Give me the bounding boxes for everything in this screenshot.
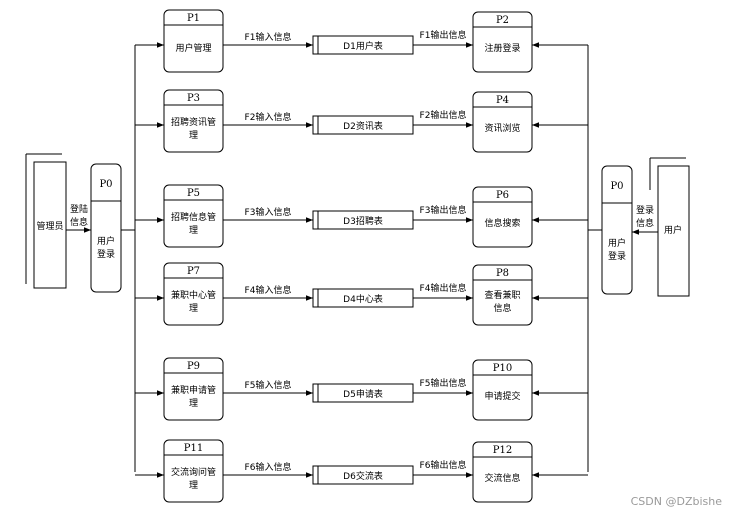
- external-entity-admin: 管理员: [25, 153, 67, 289]
- user-login-flow-line2: 信息: [636, 217, 654, 229]
- process-left-login: P0 用户 登录: [90, 163, 122, 293]
- process-id: P1: [187, 13, 200, 24]
- process-name-line1: 招聘信息管: [171, 211, 216, 223]
- process-id: P8: [496, 268, 509, 279]
- process-id: P6: [496, 190, 509, 201]
- data-store-5: D5申请表: [312, 383, 414, 403]
- process-id: P9: [187, 361, 200, 372]
- admin-label: 管理员: [36, 220, 63, 232]
- process-name-line1: 交流询问管: [171, 466, 216, 478]
- data-store-2: D2资讯表: [312, 115, 414, 135]
- flow-label-left: F2输入信息: [245, 111, 292, 123]
- watermark: CSDN @DZbishe: [631, 495, 723, 508]
- process-name-line1: 兼职申请管: [171, 384, 216, 396]
- process-name-line2: 理: [189, 480, 198, 491]
- process-name-line2: 理: [189, 398, 198, 409]
- row-1: P1 用户管理 D1用户表 F1输入信息 F1输出信息 P2 注册登录: [135, 9, 588, 73]
- flow-label-right: F6输出信息: [420, 459, 467, 471]
- data-store-label: D4中心表: [343, 293, 383, 305]
- process-name: 资讯浏览: [484, 122, 520, 134]
- process-p1: P1 用户管理: [163, 9, 224, 73]
- process-name-line1: 查看兼职: [484, 289, 520, 301]
- data-store-label: D3招聘表: [343, 215, 383, 227]
- process-id: P12: [493, 445, 512, 456]
- process-name: 信息搜索: [484, 217, 520, 229]
- process-id: P3: [187, 93, 200, 104]
- flow-admin-login: 登陆 信息: [66, 203, 91, 233]
- process-name-line2: 信息: [493, 302, 511, 314]
- process-id: P10: [493, 363, 512, 374]
- process-name: 申请提交: [484, 390, 520, 402]
- flow-label-right: F1输出信息: [420, 29, 467, 41]
- process-id: P7: [187, 266, 200, 277]
- data-store-label: D6交流表: [343, 470, 383, 482]
- process-name-line2: 理: [189, 130, 198, 141]
- data-store-3: D3招聘表: [312, 210, 414, 230]
- process-name: 用户管理: [175, 42, 211, 54]
- data-store-4: D4中心表: [312, 288, 414, 308]
- right-trunk: [587, 45, 602, 472]
- flow-label-left: F1输入信息: [245, 31, 292, 43]
- flow-label-right: F5输出信息: [420, 377, 467, 389]
- process-id: P11: [184, 443, 203, 454]
- flow-label-left: F5输入信息: [245, 379, 292, 391]
- data-store-1: D1用户表: [312, 35, 414, 55]
- process-p10: P10 申请提交: [472, 359, 533, 421]
- flow-label-right: F2输出信息: [420, 109, 467, 121]
- admin-login-flow-line2: 信息: [70, 216, 88, 228]
- process-name-line1: 招聘资讯管: [171, 116, 216, 128]
- flow-label-right: F3输出信息: [420, 204, 467, 216]
- process-right-login: P0 用户 登录: [601, 165, 633, 295]
- process-left-login-name-2: 登录: [97, 249, 115, 260]
- process-id: P5: [187, 188, 200, 199]
- process-p12: P12 交流信息: [472, 441, 533, 503]
- admin-login-flow-line1: 登陆: [70, 203, 88, 215]
- process-right-login-id: P0: [610, 181, 623, 192]
- flow-label-left: F3输入信息: [245, 206, 292, 218]
- process-left-login-id: P0: [99, 179, 112, 190]
- external-entity-user: 用户: [649, 157, 690, 297]
- data-store-label: D5申请表: [343, 388, 383, 400]
- data-store-label: D2资讯表: [343, 120, 383, 132]
- flow-user-login: 登录 信息: [632, 205, 658, 235]
- flow-label-right: F4输出信息: [420, 282, 467, 294]
- process-p6: P6 信息搜索: [472, 186, 533, 248]
- process-p2: P2 注册登录: [472, 11, 533, 73]
- flow-label-left: F4输入信息: [245, 284, 292, 296]
- process-name: 注册登录: [484, 42, 520, 54]
- process-name-line2: 理: [189, 225, 198, 236]
- flow-label-left: F6输入信息: [245, 461, 292, 473]
- process-name: 交流信息: [484, 472, 520, 484]
- user-label: 用户: [664, 224, 682, 236]
- process-id: P2: [496, 15, 509, 26]
- process-name-line1: 兼职中心管: [171, 289, 216, 301]
- process-p4: P4 资讯浏览: [472, 91, 533, 153]
- data-store-6: D6交流表: [312, 465, 414, 485]
- left-trunk: [121, 45, 136, 472]
- data-store-label: D1用户表: [343, 40, 383, 52]
- process-right-login-name-2: 登录: [608, 251, 626, 262]
- process-right-login-name-1: 用户: [608, 237, 626, 249]
- process-name-line2: 理: [189, 303, 198, 314]
- user-login-flow-line1: 登录: [636, 205, 654, 216]
- process-id: P4: [496, 95, 509, 106]
- process-left-login-name-1: 用户: [97, 235, 115, 247]
